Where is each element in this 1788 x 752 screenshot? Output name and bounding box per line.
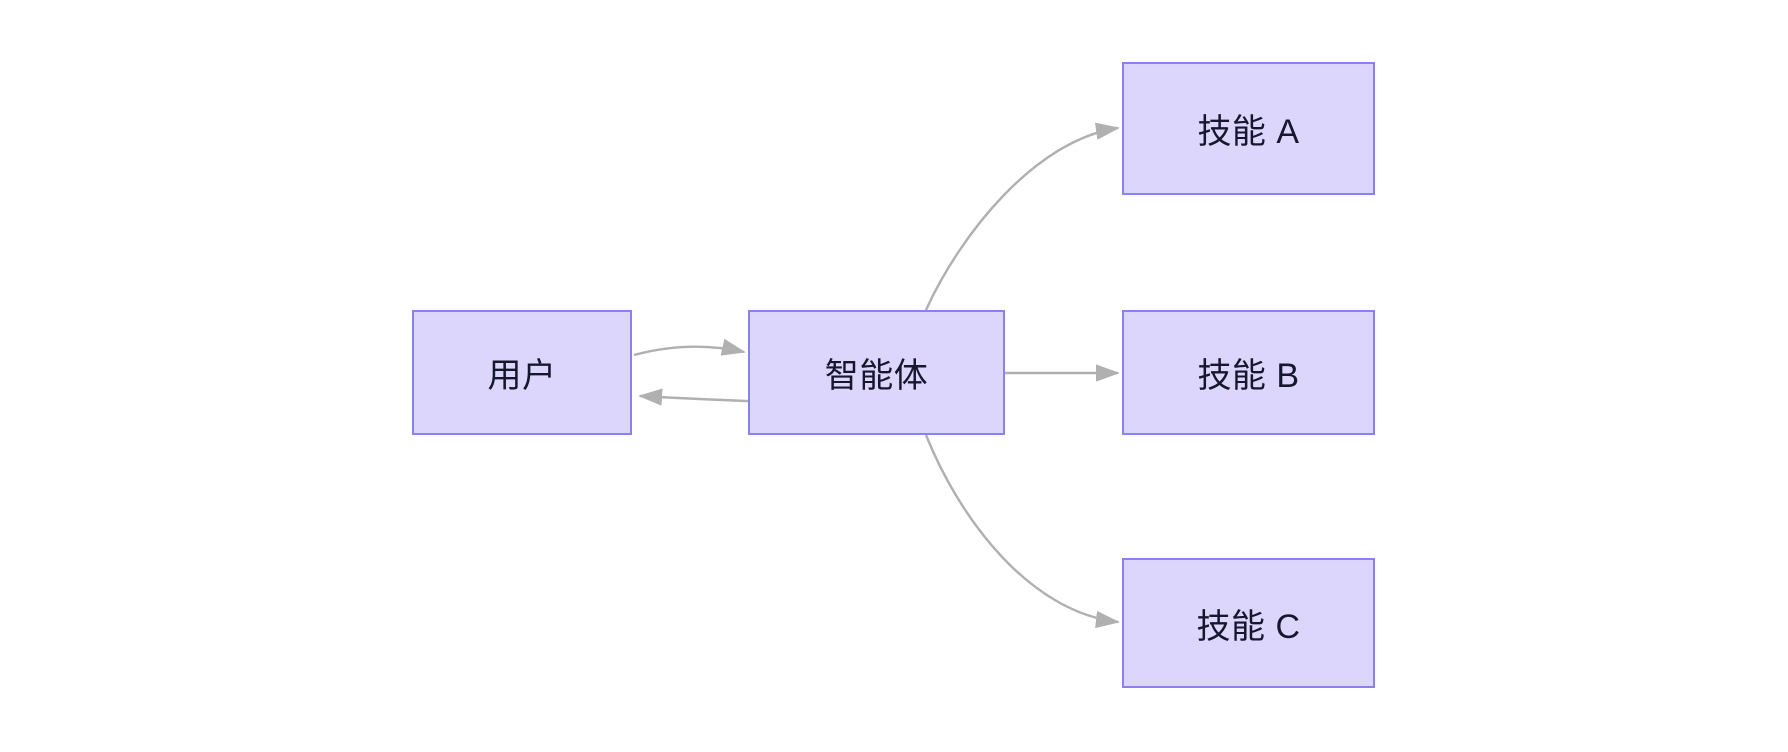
edge-user-to-agent bbox=[633, 338, 746, 357]
node-agent-label: 智能体 bbox=[824, 357, 929, 395]
node-user-label: 用户 bbox=[487, 357, 557, 395]
node-skill-a[interactable]: 技能 A bbox=[1122, 62, 1375, 195]
node-agent[interactable]: 智能体 bbox=[748, 310, 1005, 435]
node-skill-a-label: 技能 A bbox=[1197, 113, 1300, 151]
node-skill-b[interactable]: 技能 B bbox=[1122, 310, 1375, 435]
node-skill-c[interactable]: 技能 C bbox=[1122, 558, 1375, 688]
node-skill-b-label: 技能 B bbox=[1197, 357, 1300, 395]
edge-agent-to-skill-c bbox=[924, 434, 1120, 629]
node-user[interactable]: 用户 bbox=[412, 310, 632, 435]
edge-agent-to-skill-a bbox=[924, 122, 1120, 311]
node-skill-c-label: 技能 C bbox=[1196, 607, 1301, 646]
